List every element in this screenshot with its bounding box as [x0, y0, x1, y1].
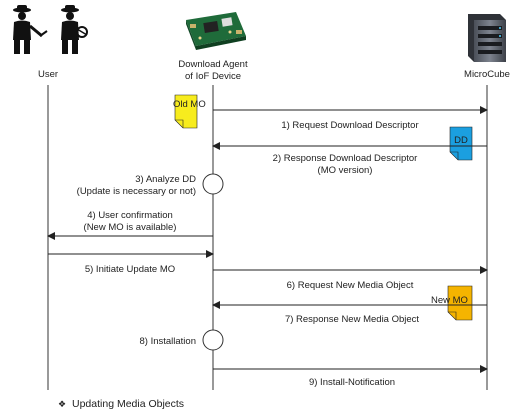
step2-label-line1: 2) Response Download Descriptor — [273, 153, 418, 164]
step3-label-line2: (Update is necessary or not) — [77, 186, 196, 197]
diamond-bullet-icon: ❖ — [58, 399, 67, 409]
agent-label-line2: of IoF Device — [185, 71, 241, 82]
server-icon — [468, 14, 506, 62]
step7-label: 7) Response New Media Object — [285, 314, 419, 325]
circuit-board-icon — [186, 12, 246, 50]
installation-activation — [202, 329, 224, 351]
old-mo-label: Old MO — [173, 99, 206, 110]
farmer-icon — [13, 5, 88, 54]
step9-label: 9) Install-Notification — [309, 377, 395, 388]
analyze-activation — [202, 173, 224, 195]
old-mo-note — [174, 94, 198, 129]
agent-label-line1: Download Agent — [178, 59, 248, 70]
step1-label: 1) Request Download Descriptor — [281, 120, 418, 131]
figure-caption: ❖ Updating Media Objects — [58, 398, 184, 410]
new-mo-label: New MO — [431, 295, 468, 306]
server-label: MicroCube — [464, 69, 510, 80]
step2-label-line2: (MO version) — [318, 165, 373, 176]
step6-label: 6) Request New Media Object — [287, 280, 414, 291]
step4-label-line1: 4) User confirmation — [87, 210, 173, 221]
user-label: User — [38, 69, 58, 80]
dd-note — [449, 126, 473, 161]
step4-label-line2: (New MO is available) — [84, 222, 177, 233]
new-mo-note-shape — [447, 285, 473, 321]
step5-label: 5) Initiate Update MO — [85, 264, 175, 275]
step8-label: 8) Installation — [139, 336, 196, 347]
caption-text: Updating Media Objects — [72, 398, 185, 410]
step3-label-line1: 3) Analyze DD — [135, 174, 196, 185]
dd-label: DD — [454, 135, 468, 146]
new-mo-note — [447, 285, 473, 321]
